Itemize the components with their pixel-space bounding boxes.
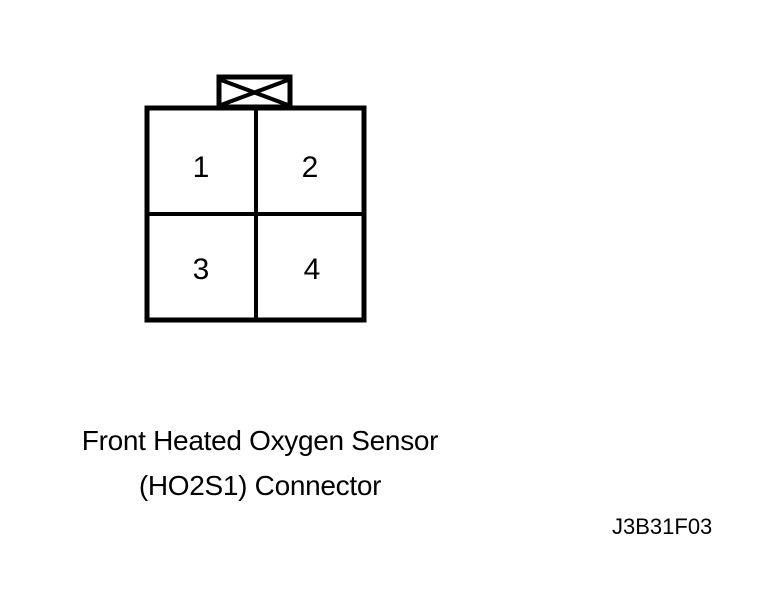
caption-line-1: Front Heated Oxygen Sensor — [81, 425, 439, 456]
pin-4-label: 4 — [304, 253, 321, 286]
pin-1-label: 1 — [193, 151, 210, 184]
pin-3-label: 3 — [193, 253, 210, 286]
locking-tab — [216, 74, 293, 110]
connector-body — [144, 105, 367, 323]
pin-2-label: 2 — [302, 151, 319, 184]
figure-code: J3B31F03 — [612, 514, 713, 539]
caption-line-2: (HO2S1) Connector — [138, 470, 382, 501]
